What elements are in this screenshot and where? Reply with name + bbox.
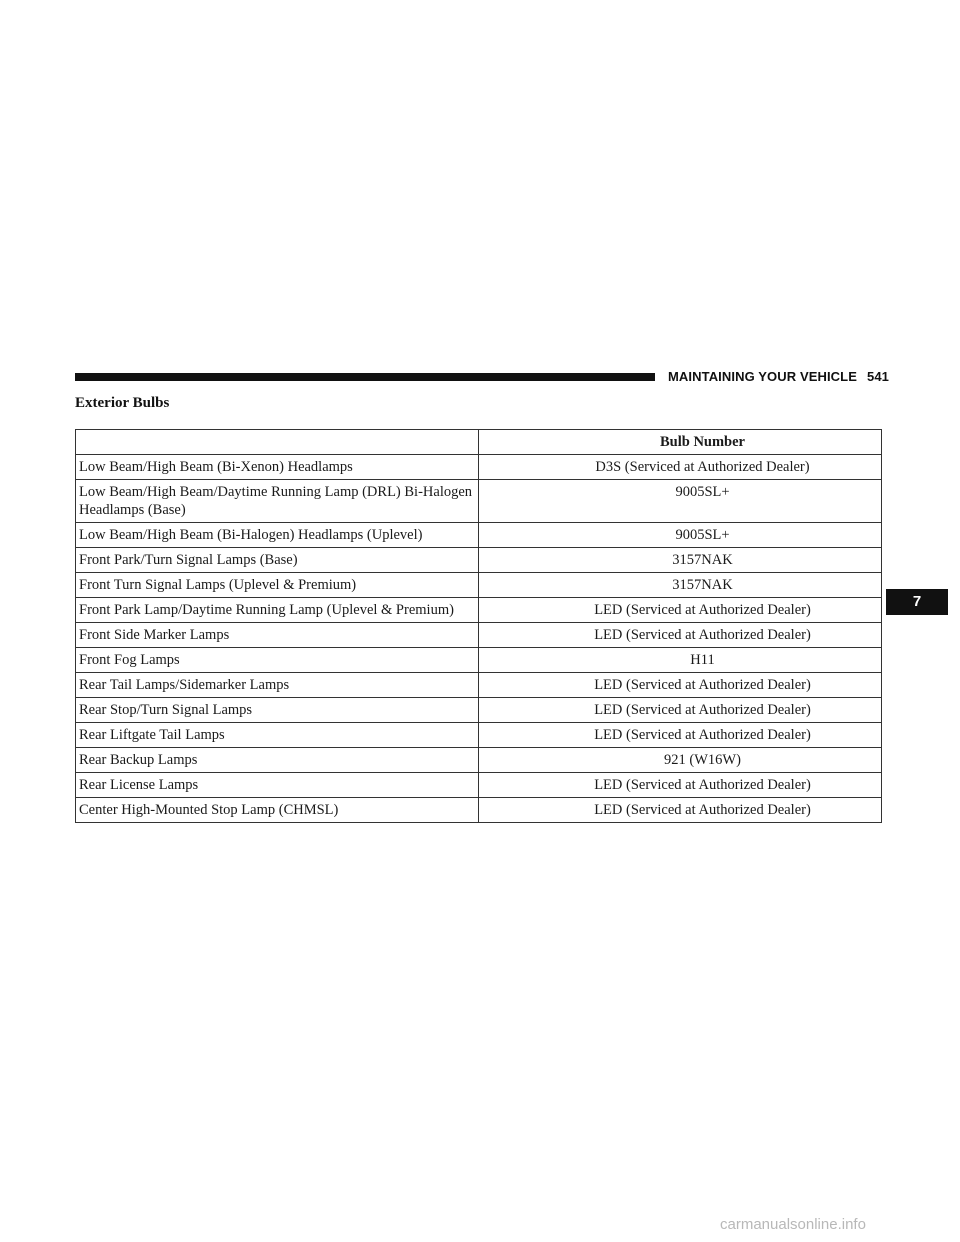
lamp-cell: Center High-Mounted Stop Lamp (CHMSL) bbox=[75, 797, 479, 823]
table-row: Center High-Mounted Stop Lamp (CHMSL)LED… bbox=[75, 797, 882, 823]
lamp-cell: Rear Stop/Turn Signal Lamps bbox=[75, 697, 479, 723]
bulb-number-cell: LED (Serviced at Authorized Dealer) bbox=[478, 622, 882, 648]
table-row: Low Beam/High Beam/Daytime Running Lamp … bbox=[75, 479, 882, 523]
column-header-lamp bbox=[75, 429, 479, 455]
lamp-cell: Front Park/Turn Signal Lamps (Base) bbox=[75, 547, 479, 573]
bulb-number-cell: LED (Serviced at Authorized Dealer) bbox=[478, 672, 882, 698]
bulb-number-cell: 9005SL+ bbox=[478, 522, 882, 548]
running-header: MAINTAINING YOUR VEHICLE 541 bbox=[668, 369, 889, 384]
header-rule bbox=[75, 373, 655, 381]
lamp-cell: Rear Liftgate Tail Lamps bbox=[75, 722, 479, 748]
bulb-number-cell: 9005SL+ bbox=[478, 479, 882, 523]
lamp-cell: Rear License Lamps bbox=[75, 772, 479, 798]
bulb-number-cell: LED (Serviced at Authorized Dealer) bbox=[478, 797, 882, 823]
lamp-cell: Rear Tail Lamps/Sidemarker Lamps bbox=[75, 672, 479, 698]
watermark: carmanualsonline.info bbox=[720, 1216, 866, 1233]
bulb-number-cell: H11 bbox=[478, 647, 882, 673]
table-header-row: Bulb Number bbox=[75, 429, 882, 455]
bulb-number-cell: 3157NAK bbox=[478, 572, 882, 598]
table-row: Low Beam/High Beam (Bi-Halogen) Headlamp… bbox=[75, 522, 882, 548]
bulb-number-cell: LED (Serviced at Authorized Dealer) bbox=[478, 772, 882, 798]
lamp-cell: Low Beam/High Beam (Bi-Xenon) Headlamps bbox=[75, 454, 479, 480]
table-row: Front Turn Signal Lamps (Uplevel & Premi… bbox=[75, 572, 882, 598]
bulb-number-cell: LED (Serviced at Authorized Dealer) bbox=[478, 722, 882, 748]
chapter-tab: 7 bbox=[886, 589, 948, 615]
lamp-cell: Front Fog Lamps bbox=[75, 647, 479, 673]
column-header-bulb-number: Bulb Number bbox=[478, 429, 882, 455]
lamp-cell: Low Beam/High Beam/Daytime Running Lamp … bbox=[75, 479, 479, 523]
table-row: Front Park/Turn Signal Lamps (Base)3157N… bbox=[75, 547, 882, 573]
bulb-number-cell: 3157NAK bbox=[478, 547, 882, 573]
lamp-cell: Low Beam/High Beam (Bi-Halogen) Headlamp… bbox=[75, 522, 479, 548]
page-number: 541 bbox=[866, 369, 889, 384]
bulb-number-cell: LED (Serviced at Authorized Dealer) bbox=[478, 697, 882, 723]
bulb-number-cell: 921 (W16W) bbox=[478, 747, 882, 773]
section-title: Exterior Bulbs bbox=[75, 395, 170, 411]
lamp-cell: Front Side Marker Lamps bbox=[75, 622, 479, 648]
bulb-number-cell: LED (Serviced at Authorized Dealer) bbox=[478, 597, 882, 623]
table-row: Front Park Lamp/Daytime Running Lamp (Up… bbox=[75, 597, 882, 623]
bulb-table: Bulb Number Low Beam/High Beam (Bi-Xenon… bbox=[75, 429, 882, 823]
lamp-cell: Front Turn Signal Lamps (Uplevel & Premi… bbox=[75, 572, 479, 598]
running-header-title: MAINTAINING YOUR VEHICLE bbox=[668, 369, 857, 384]
bulb-number-cell: D3S (Serviced at Authorized Dealer) bbox=[478, 454, 882, 480]
lamp-cell: Rear Backup Lamps bbox=[75, 747, 479, 773]
lamp-cell: Front Park Lamp/Daytime Running Lamp (Up… bbox=[75, 597, 479, 623]
